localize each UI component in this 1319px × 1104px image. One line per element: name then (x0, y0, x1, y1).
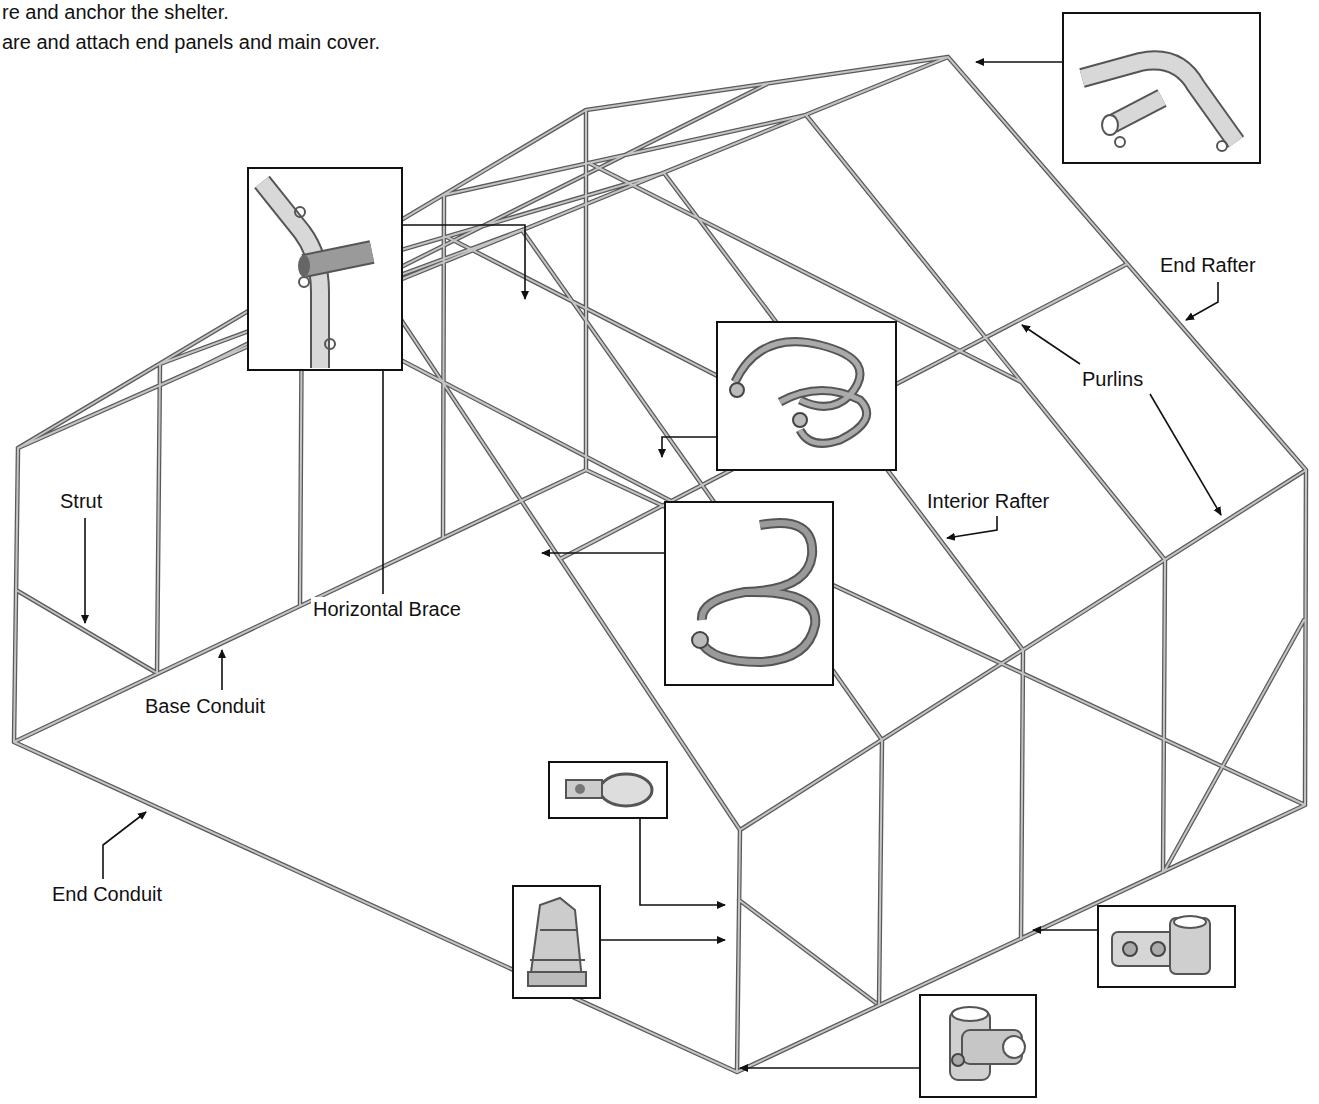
hook-ring (295, 207, 305, 217)
inset-box (717, 322, 896, 470)
leader-line (103, 812, 146, 879)
leader-line (1186, 282, 1218, 320)
tube-end (1102, 115, 1118, 135)
inset-box (665, 502, 833, 685)
hook-ring (1217, 141, 1227, 151)
leader-line (662, 437, 717, 457)
hook-ring (325, 339, 335, 349)
frame (14, 57, 1306, 1072)
inset-boxes (248, 13, 1260, 1097)
inset-box (920, 995, 1036, 1097)
set-screw (952, 1054, 964, 1066)
ring-clamp (600, 774, 652, 806)
ratchet-buckle (530, 898, 585, 980)
s-clamp (700, 523, 815, 662)
inset-box (513, 886, 600, 998)
frame-tube-highlight (14, 57, 1306, 1072)
tube-end (952, 1007, 988, 1021)
bolt (692, 632, 708, 648)
fitting-cross-tube (304, 252, 372, 266)
leader-line (1150, 394, 1221, 515)
hook-ring (299, 277, 309, 287)
leader-line (976, 61, 1063, 63)
tube-opening (1003, 1036, 1025, 1058)
leader-line (542, 552, 665, 554)
frame-tube-outline (14, 57, 1306, 1072)
double-clamp (735, 342, 867, 444)
part-label: End Rafter (1158, 253, 1258, 277)
inset-box (549, 762, 667, 818)
leader-line (1033, 929, 1098, 931)
tube-end (298, 255, 310, 277)
set-screw (1123, 942, 1137, 956)
leader-line (382, 360, 384, 594)
leader-line (947, 516, 997, 538)
part-label: Base Conduit (143, 694, 267, 718)
ratchet-base (528, 972, 586, 986)
leader-line (600, 939, 725, 941)
bolt (793, 413, 807, 427)
part-label: Interior Rafter (925, 489, 1051, 513)
leader-line (221, 650, 223, 690)
fitting-elbow (1082, 60, 1236, 142)
leader-line (740, 1067, 920, 1069)
fitting-elbow (1082, 60, 1236, 142)
tube-end (1174, 916, 1206, 928)
bolt (730, 383, 744, 397)
part-label: End Conduit (50, 882, 164, 906)
leader-line (1022, 325, 1080, 364)
part-label: Strut (58, 489, 104, 513)
leader-lines (85, 62, 1221, 1068)
leader-line (402, 225, 525, 299)
s-clamp (700, 523, 815, 662)
clamp-tab (566, 780, 602, 798)
instruction-text: are and attach end panels and main cover… (0, 30, 382, 54)
instruction-text: re and anchor the shelter. (0, 0, 231, 24)
double-clamp (735, 342, 867, 444)
fitting-branch (1112, 98, 1162, 124)
part-label: Horizontal Brace (311, 597, 463, 621)
inset-box (1063, 13, 1260, 163)
hook-ring (1115, 137, 1125, 147)
inset-box (248, 168, 402, 370)
leader-line (640, 818, 725, 905)
part-label: Purlins (1080, 367, 1145, 391)
inset-box (1098, 906, 1235, 987)
fitting-branch (1112, 98, 1162, 124)
bolt-hole (575, 784, 585, 794)
leader-line (84, 518, 86, 623)
set-screw (1151, 942, 1165, 956)
fitting-cross-tube (304, 252, 372, 266)
